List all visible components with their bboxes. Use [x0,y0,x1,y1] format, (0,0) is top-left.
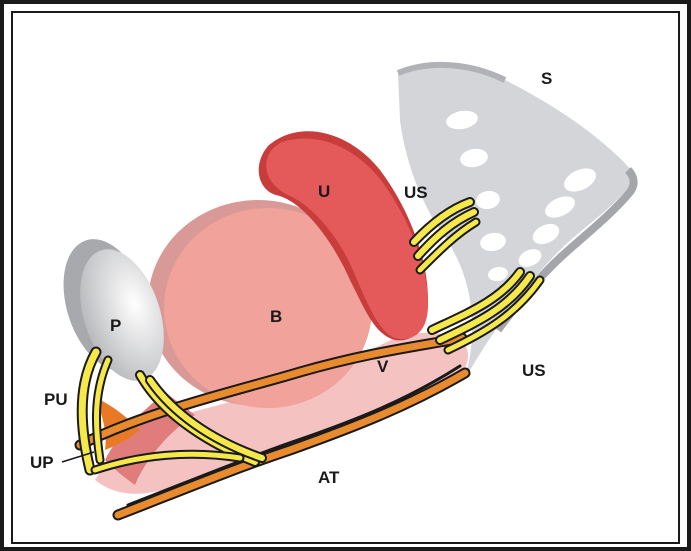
label-uterus: U [318,182,330,201]
label-uterosacral-upper: US [404,183,428,202]
label-bladder: B [270,307,282,326]
label-arcus-tendineus: AT [318,468,340,487]
label-sacrum: S [541,69,552,88]
label-vagina: V [377,357,389,376]
label-uterosacral-lower: US [522,361,546,380]
label-pubis: P [110,316,121,335]
label-pubourethral: PU [44,390,68,409]
label-urethropelvic: UP [30,453,54,472]
